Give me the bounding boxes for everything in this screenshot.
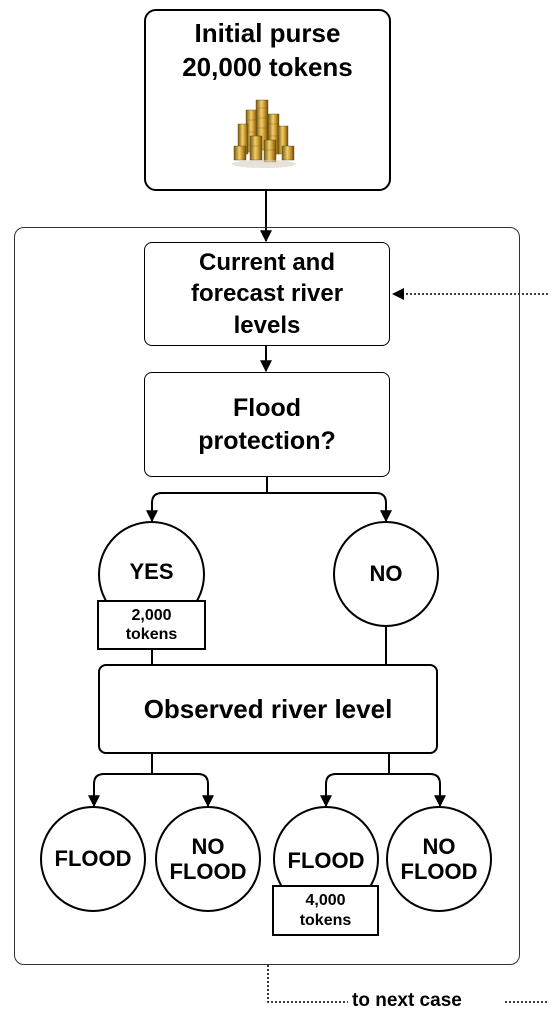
protection-line1: Flood [232,394,302,422]
observed-level-box: Observed river level [98,664,438,754]
no-flood-right-line2: FLOOD [400,859,478,884]
edge-next-case-loop [267,293,548,1003]
purse-title: Initial purse [194,18,341,48]
yes-cost-tag: 2,000 tokens [97,600,206,650]
edge-observed-split-right [325,753,441,800]
flood-loss-tag: 4,000 tokens [272,885,379,936]
gold-coins-icon [232,99,296,168]
no-flood-left-line1: NO [191,833,225,859]
no-flood-right-circle: NO FLOOD [386,806,492,912]
no-flood-left-line2: FLOOD [169,859,247,884]
observed-level-label: Observed river level [143,693,393,724]
yes-cost-amount: 2,000 [131,606,172,624]
edge-protection-split [151,476,387,518]
protection-line2: protection? [198,426,336,455]
no-label: NO [369,561,403,587]
flood-right-label: FLOOD [287,848,365,873]
flood-protection-box: Flood protection? [144,372,390,477]
river-levels-line3: levels [233,311,301,339]
no-flood-right-line1: NO [422,833,456,859]
no-flood-left-circle: NO FLOOD [155,806,261,912]
river-levels-box: Current and forecast river levels [144,242,390,346]
edge-loop-arrowhead [392,288,404,300]
flood-left-label: FLOOD [54,846,132,872]
flood-loss-unit: tokens [299,911,352,929]
river-levels-line2: forecast river [190,280,344,308]
next-case-label: to next case [352,990,462,1011]
yes-cost-unit: tokens [125,626,178,643]
purse-amount: 20,000 tokens [182,51,353,82]
yes-label: YES [129,559,174,584]
case-container [14,227,520,965]
edge-observed-split-left [93,753,209,800]
flood-loss-amount: 4,000 [305,892,346,910]
no-circle: NO [333,521,439,627]
flood-left-circle: FLOOD [40,806,146,912]
river-levels-line1: Current and [198,249,335,277]
